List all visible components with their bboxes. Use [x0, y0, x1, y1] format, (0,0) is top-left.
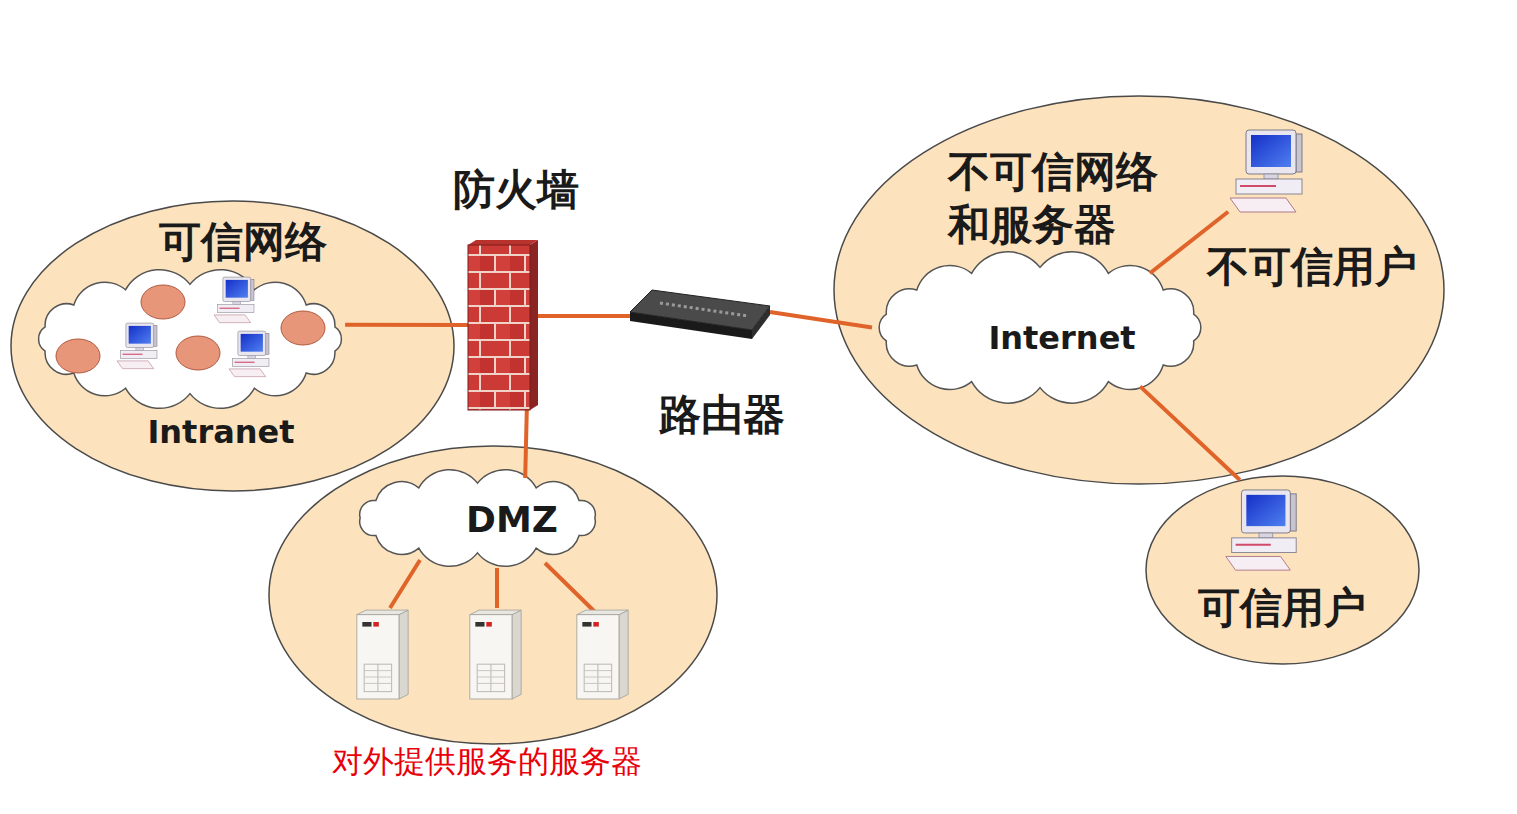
server-wire — [495, 568, 499, 608]
intranet-cloud: Intranet — [25, 268, 355, 410]
router-top — [630, 290, 770, 330]
firewall: 防火墙 — [468, 240, 538, 410]
cloud-shape — [360, 470, 596, 567]
server-wire — [545, 563, 595, 612]
server-icon — [470, 610, 521, 699]
brick-face — [468, 245, 530, 410]
router-device — [630, 290, 770, 339]
network-link — [525, 410, 527, 478]
dmz-zone: 对外提供服务的服务器DMZ — [268, 445, 718, 745]
host-disc — [176, 336, 220, 370]
firewall-wall — [468, 240, 538, 410]
intranet-hosts — [56, 277, 325, 377]
server-icon — [577, 610, 628, 699]
router: 路由器 — [630, 288, 770, 343]
network-link — [345, 323, 468, 327]
network-link — [538, 314, 630, 318]
computer-icon — [214, 277, 254, 323]
node-label: 可信网络 — [159, 217, 327, 267]
node-label: 路由器 — [659, 390, 785, 440]
node-label: 不可信网络 和服务器 — [948, 146, 1187, 251]
ellipse-outline — [268, 445, 718, 745]
computer-icon — [229, 331, 269, 377]
zone-ellipse — [11, 201, 454, 491]
network-link — [770, 312, 872, 328]
server-icon — [357, 610, 408, 699]
host-disc — [281, 311, 325, 345]
node-label: 不可信用户 — [1207, 242, 1417, 292]
host-disc — [56, 339, 100, 373]
dmz-cloud: DMZ — [345, 468, 610, 568]
wall-side — [530, 240, 538, 410]
zone-ellipse — [834, 96, 1444, 484]
cloud-outline — [25, 268, 355, 410]
node-label: Intranet — [147, 413, 294, 451]
dmz-servers — [357, 560, 628, 699]
untrusted-network-zone: 不可信网络 和服务器 Internet 不可信用户 — [833, 95, 1445, 485]
node-label: DMZ — [466, 498, 558, 541]
trusted-user-zone: 可信用户 — [1145, 475, 1420, 665]
cloud-shape — [879, 252, 1201, 403]
cloud-shape — [39, 270, 342, 409]
node-label: Internet — [988, 319, 1135, 357]
untrusted-user: 不可信用户 — [1222, 128, 1310, 218]
host-disc — [141, 285, 185, 319]
computer-icon — [1226, 490, 1296, 570]
node-label: 可信用户 — [1198, 583, 1366, 633]
zone-ellipse — [1146, 476, 1419, 664]
user-computers — [1226, 130, 1302, 570]
network-link — [1140, 386, 1240, 480]
computer-icon — [1230, 130, 1302, 212]
router-ports — [660, 303, 748, 316]
wall-top — [468, 240, 538, 245]
trusted-network-zone: 可信网络Intranet — [10, 200, 455, 492]
node-label: 防火墙 — [453, 165, 579, 215]
node-label: 对外提供服务的服务器 — [332, 743, 642, 780]
computer-icon — [117, 323, 157, 369]
server-wire — [390, 560, 420, 608]
ellipse-outline — [1145, 475, 1420, 665]
internet-cloud: Internet — [865, 250, 1215, 405]
zone-ellipse — [269, 446, 717, 744]
